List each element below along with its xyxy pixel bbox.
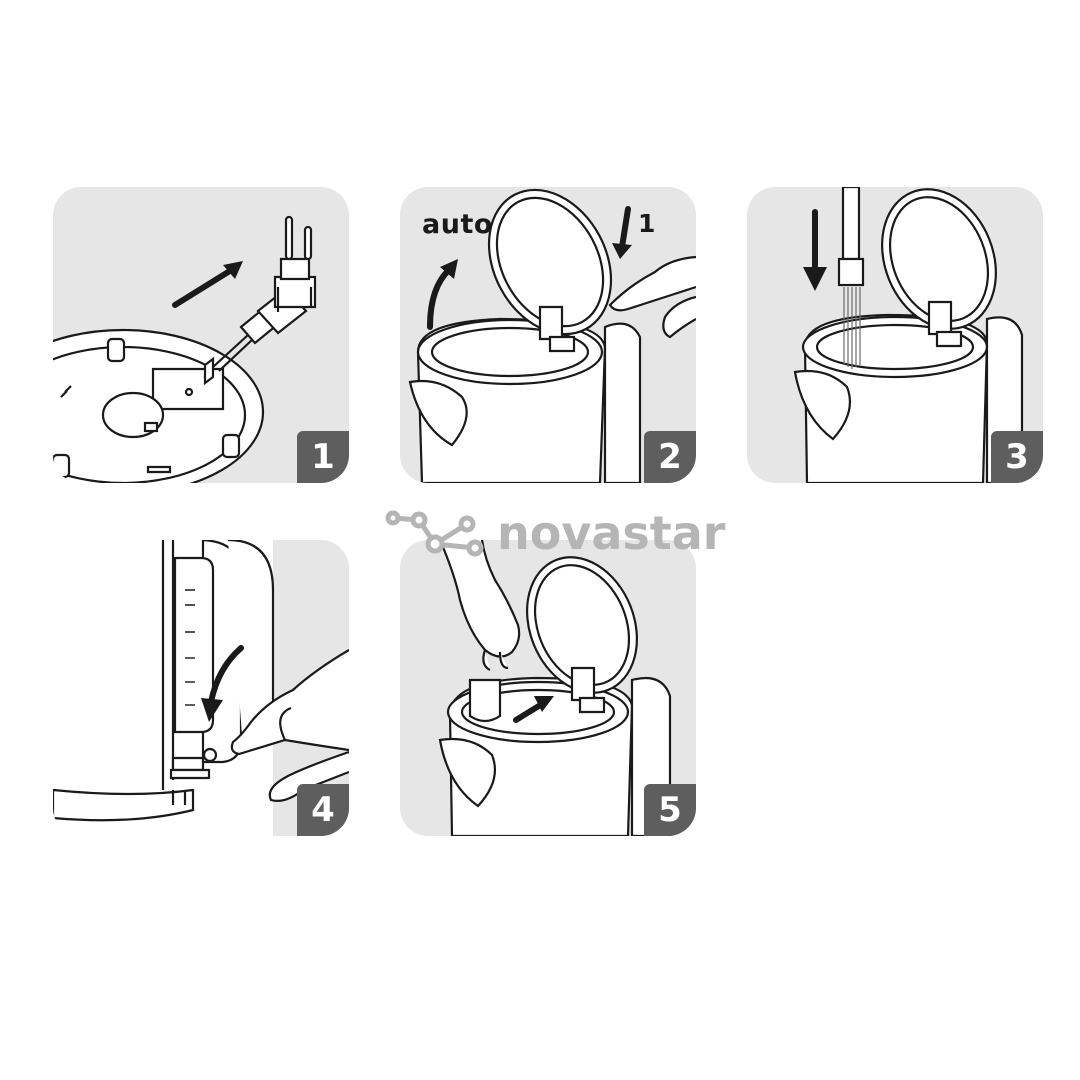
step-5-illustration [438,540,672,836]
step-number-badge: 4 [297,784,349,836]
kettle-open-lid-icon [408,188,642,483]
step-2-panel: auto 1 2 [400,187,696,483]
step-4-illustration [53,540,349,836]
step-number-badge: 1 [297,431,349,483]
auto-label: auto [422,209,493,240]
water-tap-icon [837,187,865,287]
step-number-badge: 3 [991,431,1043,483]
step-number-badge: 5 [644,784,696,836]
kettle-base-icon [53,328,265,483]
step-4-panel: 4 [53,540,349,836]
step-1-panel: 1 [53,187,349,483]
watermark-text: novastar [497,506,726,560]
arrow-icon [208,645,244,705]
step-count-label: 1 [638,209,656,238]
arrow-icon [172,266,236,308]
arrow-icon [427,266,453,330]
kettle-open-lid-icon [438,556,672,836]
step-number-badge: 2 [644,431,696,483]
step-5-panel: 5 [400,540,696,836]
novastar-watermark: novastar [385,506,725,566]
step-3-illustration [793,187,1024,483]
step-2-illustration [408,188,696,483]
molecule-logo-icon [385,510,484,557]
power-plug-icon [212,215,317,372]
hand-filter-icon [438,540,521,671]
step-1-illustration [53,215,317,483]
step-3-panel: 3 [747,187,1043,483]
finger-press-icon [608,255,696,339]
arrow-icon [513,701,545,723]
hand-press-icon [230,649,349,802]
kettle-open-lid-icon [793,188,1024,483]
